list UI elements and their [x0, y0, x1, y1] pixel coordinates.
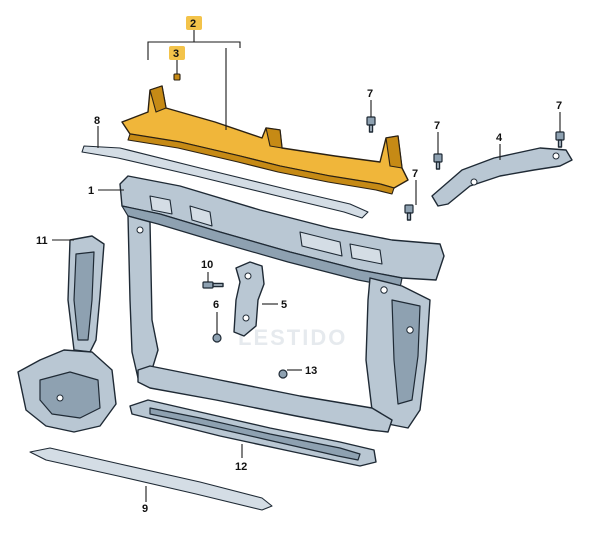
- callout-2: 2: [190, 18, 196, 30]
- callout-5: 5: [281, 299, 287, 311]
- center-bracket-part-5[interactable]: [233, 261, 265, 337]
- leader-lines: [52, 30, 561, 502]
- bolt-7-b[interactable]: [433, 153, 443, 170]
- callout-7-c: 7: [412, 168, 418, 180]
- lower-deflector-part-9[interactable]: [29, 447, 273, 511]
- callout-10: 10: [201, 259, 213, 271]
- callout-3-highlight: [169, 46, 185, 60]
- clip-13[interactable]: [278, 369, 288, 379]
- callout-6: 6: [213, 299, 219, 311]
- bolt-7-c[interactable]: [404, 204, 414, 221]
- callout-7-b: 7: [434, 120, 440, 132]
- watermark-text: LESTIDO: [238, 325, 347, 350]
- side-bracket-part-4[interactable]: [431, 147, 573, 207]
- callout-4: 4: [496, 132, 503, 144]
- callout-1: 1: [88, 185, 94, 197]
- callout-7-d: 7: [556, 100, 562, 112]
- seal-strip-part-8[interactable]: [81, 145, 369, 219]
- bolt-10[interactable]: [202, 281, 224, 289]
- callout-3: 3: [173, 48, 179, 60]
- callout-labels: 2 3 8 1 11 7 7 7 7 4 10 5 6 13 12 9: [36, 16, 562, 515]
- callout-8: 8: [94, 115, 100, 127]
- callout-9: 9: [142, 503, 148, 515]
- clip-3[interactable]: [173, 73, 181, 81]
- bolt-7-a[interactable]: [366, 116, 376, 133]
- left-side-member-part-11[interactable]: [17, 235, 117, 433]
- callout-13: 13: [305, 365, 317, 377]
- callout-7-a: 7: [367, 88, 373, 100]
- upper-carrier-highlighted-part[interactable]: [121, 85, 409, 195]
- callout-11: 11: [36, 235, 48, 247]
- bolt-7-d[interactable]: [555, 131, 565, 148]
- lower-cover-part-12[interactable]: [129, 399, 377, 467]
- nut-6[interactable]: [212, 333, 222, 343]
- callout-2-highlight: [186, 16, 202, 30]
- callout-12: 12: [235, 461, 247, 473]
- lock-carrier-frame-part-1[interactable]: [119, 175, 445, 433]
